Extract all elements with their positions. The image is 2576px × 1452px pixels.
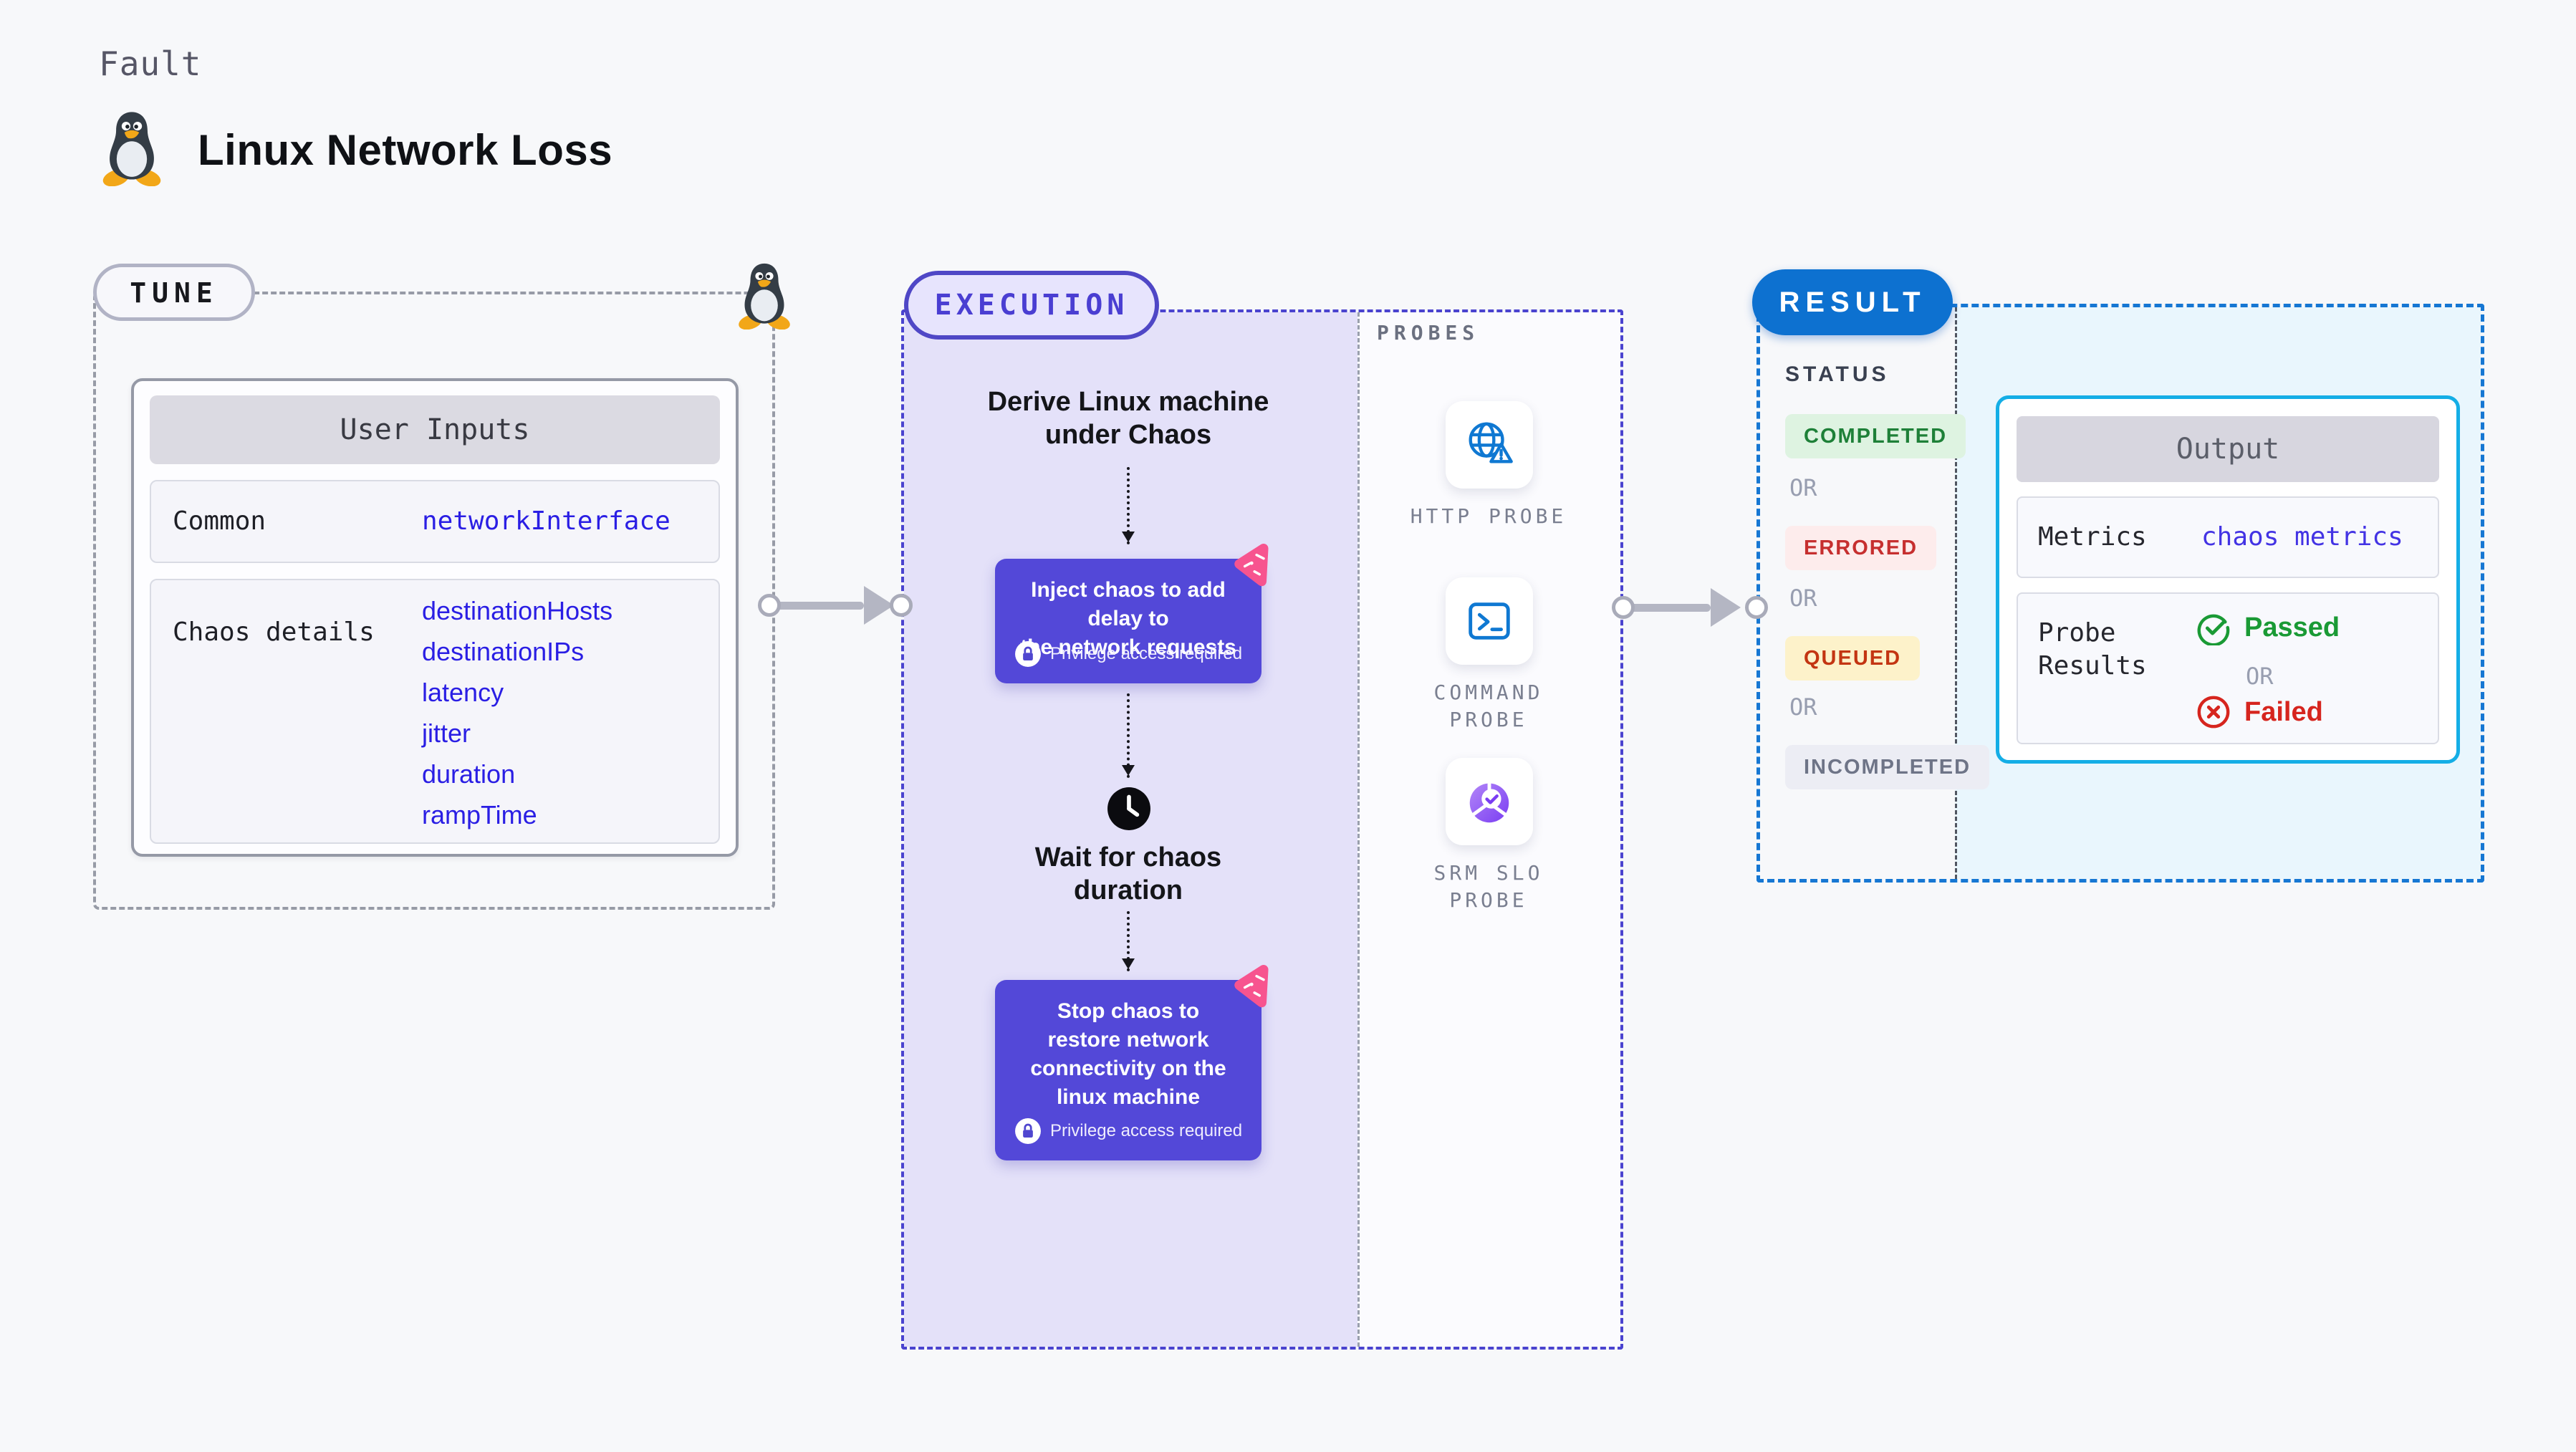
execution-pill: EXECUTION [904,271,1159,340]
privilege-badge: Privilege access required [995,1117,1261,1145]
passed-verdict: Passed [2196,610,2340,645]
input-value: destinationIPs [422,637,585,666]
or-label: OR [1789,585,1817,612]
metrics-label: Metrics [2038,522,2147,552]
input-row-common: Common networkInterface [150,480,720,563]
chaos-badge-icon [1234,964,1269,1008]
chaos-badge-icon [1234,543,1269,587]
check-circle-icon [2197,614,2230,645]
status-badge-incompleted: INCOMPLETED [1785,745,1990,789]
arrow-down-icon [1122,693,1135,778]
stop-chaos-text: Stop chaos to restore network connectivi… [1030,999,1226,1109]
connector-line [1628,604,1711,612]
command-probe-label: COMMAND PROBE [1433,681,1544,731]
globe-warning-icon [1469,422,1513,463]
terminal-icon [1469,602,1510,640]
or-label: OR [2246,663,2274,690]
status-badge-completed: COMPLETED [1785,414,1966,458]
input-value: latency [422,678,504,707]
probe-results-row: Probe Results Passed OR Failed [2017,592,2439,744]
or-label: OR [1789,693,1817,721]
input-value: duration [422,759,516,789]
slo-donut-icon [1469,782,1509,823]
user-inputs-card: User Inputs Common networkInterface Chao… [131,378,739,857]
input-value: jitter [422,718,471,748]
srm-slo-probe-label: SRM SLO PROBE [1433,861,1544,912]
metrics-value: chaos metrics [2201,522,2403,552]
x-circle-icon [2197,696,2230,729]
connector-target-node [890,594,913,617]
failed-verdict: Failed [2196,694,2323,730]
connector-source-node [1612,596,1635,619]
probe-results-label: Probe Results [2038,618,2147,681]
tux-penguin-icon [102,112,161,186]
connector-line [774,602,864,610]
inject-chaos-node: Inject chaos to add delay to the network… [995,543,1269,683]
or-label: OR [1789,474,1817,501]
http-probe-label: HTTP PROBE [1410,504,1567,528]
arrow-right-icon [864,586,894,625]
passed-label: Passed [2244,612,2340,643]
status-badge-errored: ERRORED [1785,526,1937,570]
tux-penguin-icon [739,263,790,330]
http-probe-card [1446,401,1533,489]
input-row-label: Chaos details [173,617,375,647]
input-value: rampTime [422,800,537,830]
output-title: Output [2017,416,2439,482]
lock-icon [1014,641,1041,667]
privilege-badge-label: Privilege access required [1049,1121,1243,1140]
metrics-row: Metrics chaos metrics [2017,496,2439,578]
input-value: destinationHosts [422,596,613,625]
failed-label: Failed [2244,696,2323,727]
probes-title: PROBES [1377,321,1480,345]
arrow-down-icon [1122,467,1135,544]
stop-chaos-node: Stop chaos to restore network connectivi… [995,964,1269,1160]
derive-step-text: Derive Linux machine under Chaos [987,387,1269,450]
srm-slo-probe-card [1446,758,1533,845]
input-value-list: destinationHosts destinationIPs latency … [422,590,612,835]
input-value: networkInterface [422,506,671,536]
fault-kicker: Fault [99,44,202,83]
wait-step-text: Wait for chaos duration [1034,842,1222,905]
page-title: Linux Network Loss [198,126,613,174]
input-row-chaos-details: Chaos details destinationHosts destinati… [150,579,720,844]
status-badge-queued: QUEUED [1785,636,1921,681]
user-inputs-title: User Inputs [150,395,720,464]
arrow-right-icon [1711,588,1741,627]
status-title: STATUS [1785,362,1890,386]
connector-source-node [758,594,781,617]
lock-icon [1014,1118,1041,1144]
command-probe-card [1446,577,1533,665]
connector-target-node [1745,596,1768,619]
privilege-badge: Privilege access required [995,640,1261,668]
clock-icon [1107,787,1150,830]
input-row-label: Common [173,506,266,536]
privilege-badge-label: Privilege access required [1049,644,1243,663]
output-card: Output Metrics chaos metrics Probe Resul… [1996,395,2460,764]
result-pill: RESULT [1752,269,1953,335]
tune-pill: TUNE [93,264,255,321]
arrow-down-icon [1122,911,1135,971]
